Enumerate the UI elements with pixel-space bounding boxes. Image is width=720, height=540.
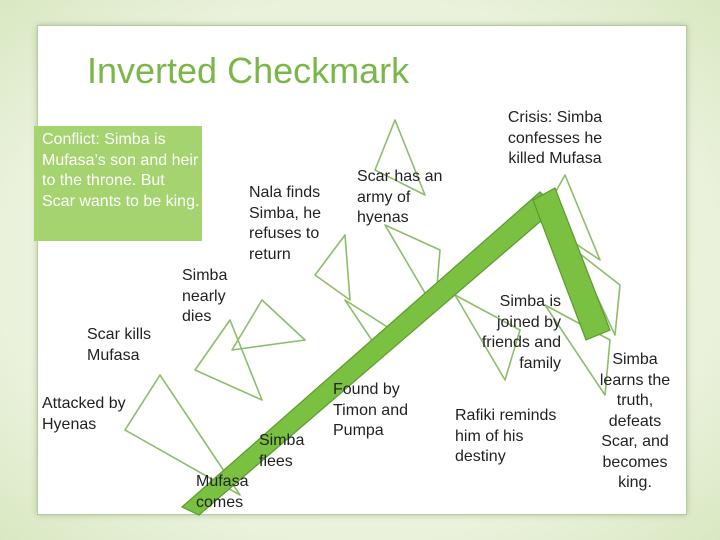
label-scar-kills-mufasa: Scar kills Mufasa <box>87 326 152 364</box>
event-triangle <box>454 294 521 381</box>
event-triangle <box>544 304 611 396</box>
conflict-text: Conflict: Simba is Mufasa’s son and heir… <box>42 131 200 210</box>
label-mufasa-comes: Mufasa comes <box>196 473 249 511</box>
event-triangle <box>384 224 441 311</box>
falling-beam <box>532 187 611 341</box>
label-simba-nearly-dies: Simba nearly dies <box>182 267 228 325</box>
label-found-by-timon-pumba: Found by Timon and Pumpa <box>333 381 408 439</box>
label-simba-learns-truth: Simba learns the truth, defeats Scar, an… <box>599 351 671 491</box>
label-simba-flees: Simba flees <box>259 432 305 470</box>
event-triangle <box>314 234 351 301</box>
label-attacked-by-hyenas: Attacked by Hyenas <box>42 395 126 433</box>
event-triangle <box>374 119 426 196</box>
conflict-box <box>34 126 202 241</box>
event-triangle <box>194 319 263 401</box>
label-nala-finds-simba: Nala finds Simba, he refuses to return <box>249 184 322 263</box>
label-scar-army: Scar has an army of hyenas <box>357 168 443 226</box>
slide-title: Inverted Checkmark <box>87 50 410 91</box>
label-crisis: Crisis: Simba confesses he killed Mufasa <box>507 109 603 167</box>
label-joined-by-friends: Simba is joined by friends and family <box>481 293 561 372</box>
label-rafiki-reminds: Rafiki reminds him of his destiny <box>455 407 557 465</box>
event-triangle <box>124 374 241 496</box>
event-triangle <box>231 299 306 351</box>
